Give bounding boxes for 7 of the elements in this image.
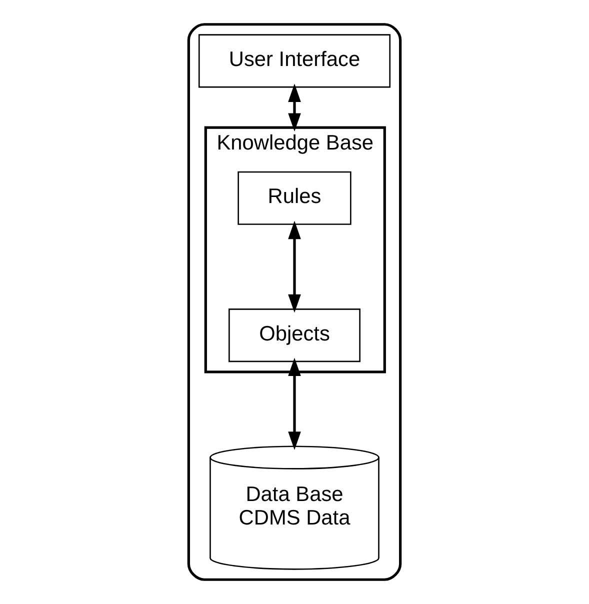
cluster bbox=[187, 23, 402, 581]
node-box: User Interface bbox=[198, 34, 391, 88]
arrow bbox=[288, 358, 301, 450]
node-box: Objects bbox=[228, 308, 360, 362]
arrow bbox=[288, 84, 301, 132]
arrow bbox=[288, 220, 301, 313]
node-box: Rules bbox=[238, 171, 352, 225]
